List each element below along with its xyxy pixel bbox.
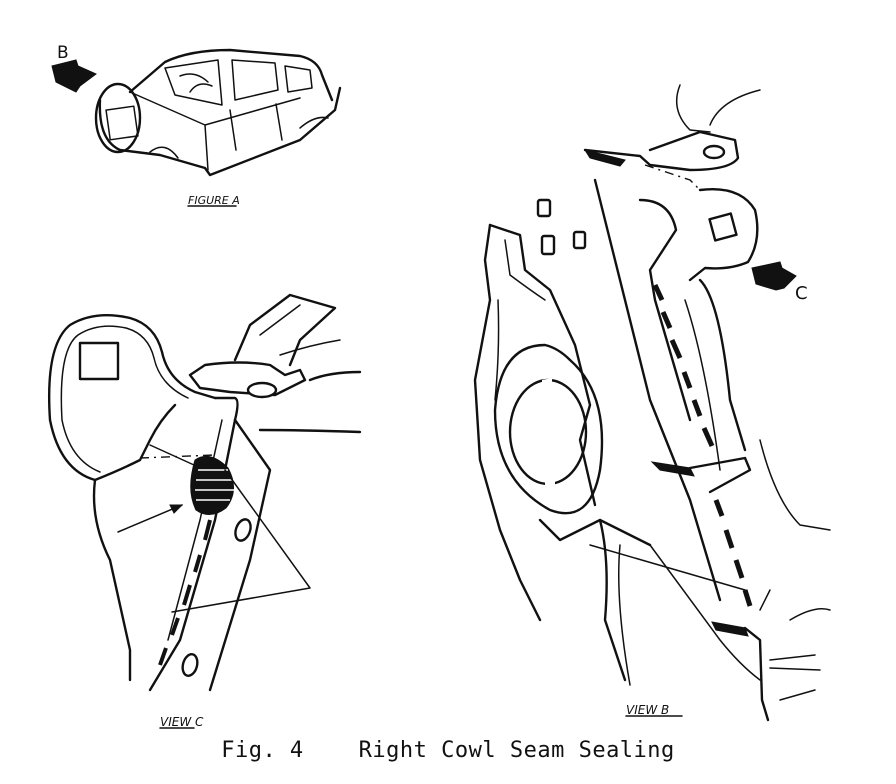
view-b-label: VIEW B: [626, 703, 669, 717]
view-c-label: VIEW C: [160, 715, 204, 729]
arrow-b: [51, 59, 97, 93]
figure-caption: Fig. 4 Right Cowl Seam Sealing: [221, 738, 675, 763]
view-b-drawing: [473, 84, 831, 722]
arrow-c-letter: C: [795, 283, 808, 304]
figure-a-car-body: [94, 48, 342, 177]
figure-a-label: FIGURE A: [188, 194, 240, 207]
arrow-b-letter: B: [57, 43, 69, 63]
view-c-drawing: [47, 293, 362, 692]
